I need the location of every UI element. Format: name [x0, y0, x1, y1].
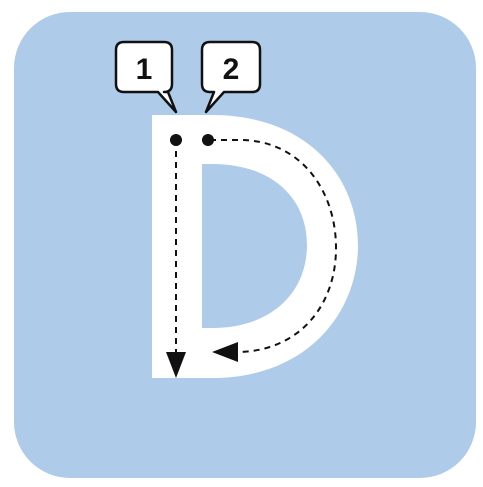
step-1-number: 1	[136, 53, 153, 86]
stroke-2-path	[202, 134, 338, 362]
background-tile	[14, 12, 476, 478]
stroke-2-start-dot	[202, 134, 214, 146]
stroke-1-path	[166, 134, 186, 378]
step-2-number: 2	[223, 53, 240, 86]
stroke-2-arrowhead	[212, 342, 238, 362]
stroke-1-start-dot	[170, 134, 182, 146]
step-2-callout: 2	[200, 40, 262, 114]
stroke-1-arrowhead	[166, 352, 186, 378]
step-1-callout: 1	[114, 40, 178, 114]
letter-d-shape	[152, 115, 358, 378]
